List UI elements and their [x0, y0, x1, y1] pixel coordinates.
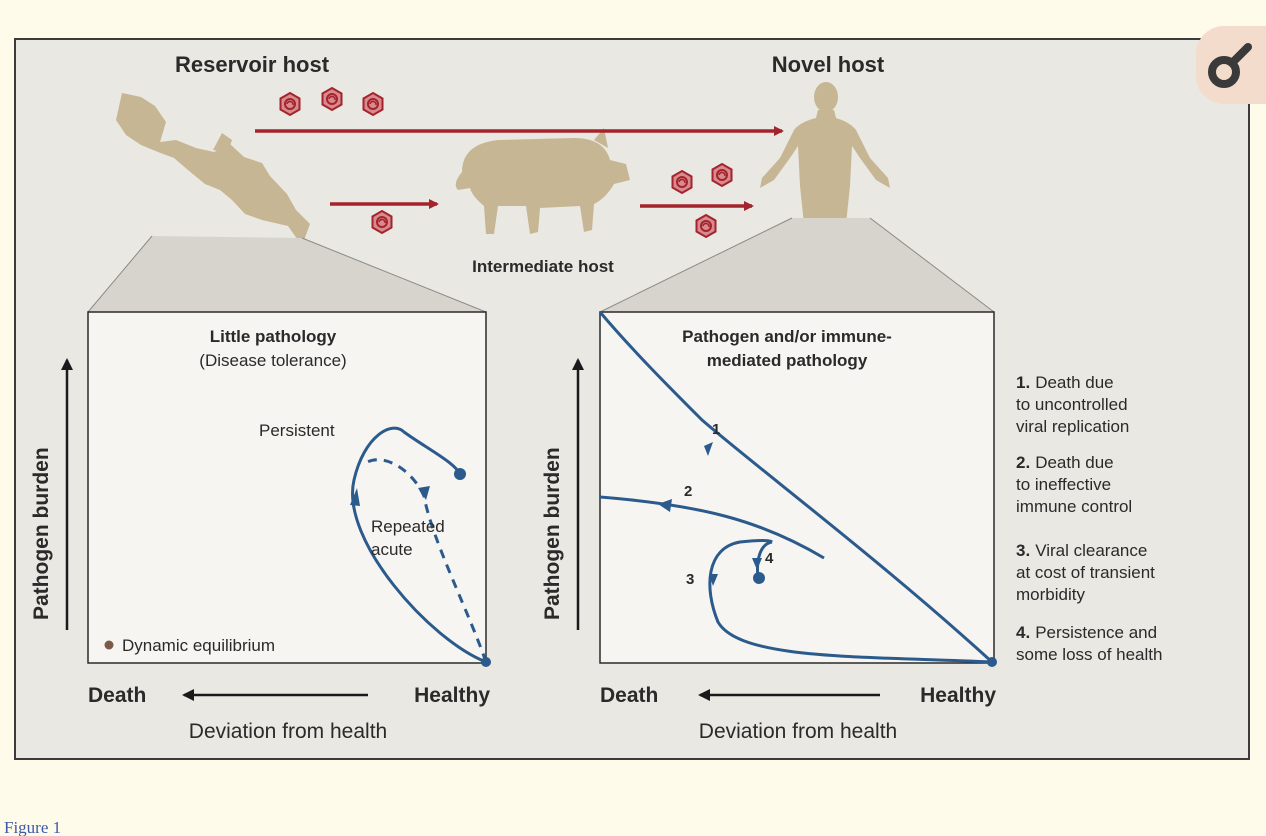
virus-particle-icon [695, 214, 717, 238]
legend-dynamic-equilibrium: Dynamic equilibrium [122, 636, 275, 655]
svg-text:to uncontrolled: to uncontrolled [1016, 395, 1128, 414]
left-panel-title: Little pathology [210, 327, 337, 346]
reservoir-host-label: Reservoir host [175, 52, 330, 77]
legend-item-2: 2.Death due [1016, 453, 1114, 472]
virus-particle-icon [321, 87, 343, 111]
right-x-death-label: Death [600, 684, 658, 707]
left-x-healthy-label: Healthy [414, 684, 490, 707]
curve-2-label: 2 [684, 483, 692, 500]
left-zoom-connector [88, 236, 486, 312]
curve-1-arrowhead [704, 442, 713, 456]
svg-text:morbidity: morbidity [1016, 585, 1085, 604]
curve-2-ineffective-immune [599, 495, 825, 560]
curve-3-arrowhead [709, 574, 718, 586]
legend-dot [104, 640, 114, 650]
curve-1-uncontrolled-replication [598, 311, 994, 664]
human-silhouette [760, 82, 890, 292]
curve-4-endpoint [753, 572, 765, 584]
novel-host-label: Novel host [772, 52, 885, 77]
virus-particle-icon [671, 170, 693, 194]
right-panel-title-line2: mediated pathology [707, 351, 868, 370]
curve-2-arrowhead [658, 499, 672, 512]
virus-particle-icon [362, 92, 384, 116]
svg-text:at cost of transient: at cost of transient [1016, 563, 1155, 582]
curve-1-label: 1 [712, 421, 720, 438]
right-x-healthy-label: Healthy [920, 684, 996, 707]
right-panel-title-line1: Pathogen and/or immune- [682, 327, 892, 346]
repeated-acute-arrowhead [418, 486, 430, 500]
pig-silhouette [455, 128, 630, 234]
right-zoom-connector [600, 218, 994, 312]
acute-label: acute [371, 540, 413, 559]
left-x-death-label: Death [88, 684, 146, 707]
persistent-curve-arrowhead [350, 488, 360, 506]
figure-caption-link[interactable]: Figure 1 [4, 818, 62, 836]
left-origin-point [481, 657, 491, 667]
corner-logo-icon[interactable] [1196, 26, 1266, 104]
svg-text:some loss of health: some loss of health [1016, 645, 1162, 664]
left-x-axis-label: Deviation from health [189, 720, 387, 743]
virus-particle-icon [279, 92, 301, 116]
outcome-legend: 1.Death due to uncontrolled viral replic… [1016, 373, 1162, 664]
svg-text:viral replication: viral replication [1016, 417, 1129, 436]
right-y-axis-label: Pathogen burden [541, 447, 564, 620]
left-plot-panel [87, 311, 487, 664]
repeated-label: Repeated [371, 517, 445, 536]
repeated-acute-curve [363, 458, 488, 663]
curve-3-label: 3 [686, 571, 694, 588]
svg-text:to ineffective: to ineffective [1016, 475, 1111, 494]
curve-3-viral-clearance [708, 539, 993, 664]
persistent-label: Persistent [259, 421, 335, 440]
legend-item-3: 3.Viral clearance [1016, 541, 1147, 560]
bat-silhouette [116, 93, 310, 246]
intermediate-host-label: Intermediate host [472, 257, 614, 276]
virus-particle-icon [711, 163, 733, 187]
right-x-axis-label: Deviation from health [699, 720, 897, 743]
svg-text:immune control: immune control [1016, 497, 1132, 516]
left-panel-subtitle: (Disease tolerance) [199, 351, 346, 370]
legend-item-4: 4.Persistence and [1016, 623, 1157, 642]
persistent-curve [351, 426, 487, 664]
curve-4-label: 4 [765, 550, 774, 567]
curve-4-arrowhead [752, 558, 762, 570]
left-y-axis-label: Pathogen burden [30, 447, 53, 620]
persistent-endpoint [454, 468, 466, 480]
legend-item-1: 1.Death due [1016, 373, 1114, 392]
right-origin-point [987, 657, 997, 667]
virus-particle-icon [371, 210, 393, 234]
